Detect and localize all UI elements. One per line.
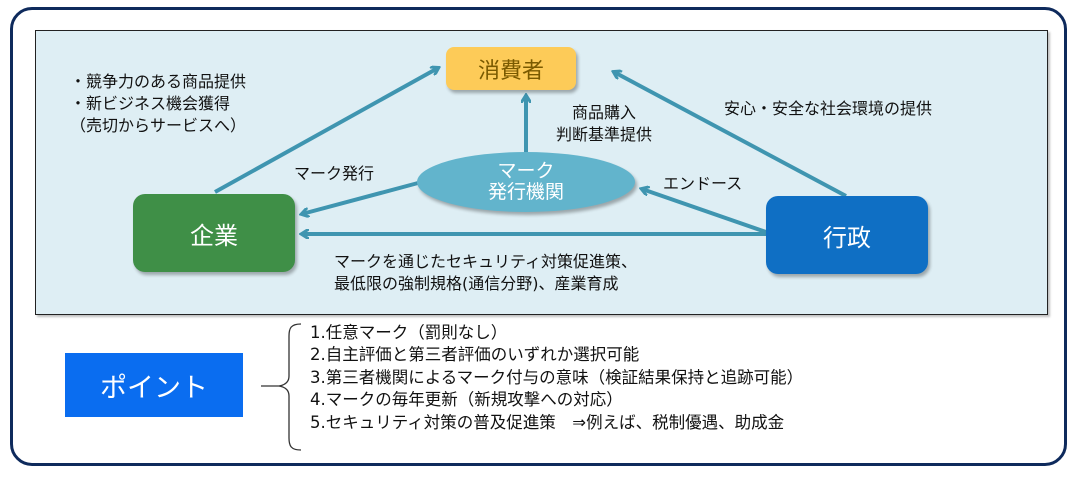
policy-text: マークを通じたセキュリティ対策促進策、 最低限の強制規格(通信分野)、産業育成 [334,251,637,295]
issuer-label-line1: マーク [497,160,555,182]
point-item: 1.任意マーク（罰則なし） [310,323,508,342]
point-item: 3.第三者機関によるマーク付与の意味（検証結果保持と追跡可能） [310,367,804,387]
purchase-line: 判断基準提供 [556,125,653,144]
issuer-label-line2: 発行機関 [487,181,564,203]
curly-brace-icon [261,323,302,451]
points-list: 1.任意マーク（罰則なし） 2.自主評価と第三者評価のいずれか選択可能 3.第三… [310,322,803,434]
company-label: 企業 [190,221,238,250]
mark-issuer-node: マーク 発行機関 [417,152,635,212]
company-benefits-text: ・競争力のある商品提供 ・新ビジネス機会獲得 （売切からサービスへ） [70,71,246,137]
point-item: 2.自主評価と第三者評価のいずれか選択可能 [310,345,640,365]
company-node: 企業 [133,194,295,272]
benefit-line: ・新ビジネス機会獲得 [70,94,231,113]
benefit-line: （売切からサービスへ） [70,116,247,135]
point-item: 4.マークの毎年更新（新規攻撃への対応） [310,390,623,410]
consumer-label: 消費者 [477,58,544,84]
purchase-line: 商品購入 [572,103,637,122]
policy-line: マークを通じたセキュリティ対策促進策、 [334,252,638,271]
government-label: 行政 [823,223,871,252]
policy-line: 最低限の強制規格(通信分野)、産業育成 [334,274,619,293]
point-heading: ポイント [65,353,243,417]
mark-issue-text: マーク発行 [294,164,375,183]
point-item: 5.セキュリティ対策の普及促進策 ⇒例えば、税制優遇、助成金 [310,412,785,432]
endorse-text: エンドース [663,174,743,193]
safety-text: 安心・安全な社会環境の提供 [724,99,933,118]
government-node: 行政 [766,196,928,274]
consumer-node: 消費者 [446,47,576,90]
benefit-line: ・競争力のある商品提供 [70,72,247,91]
purchase-criteria-text: 商品購入 判断基準提供 [556,102,652,146]
